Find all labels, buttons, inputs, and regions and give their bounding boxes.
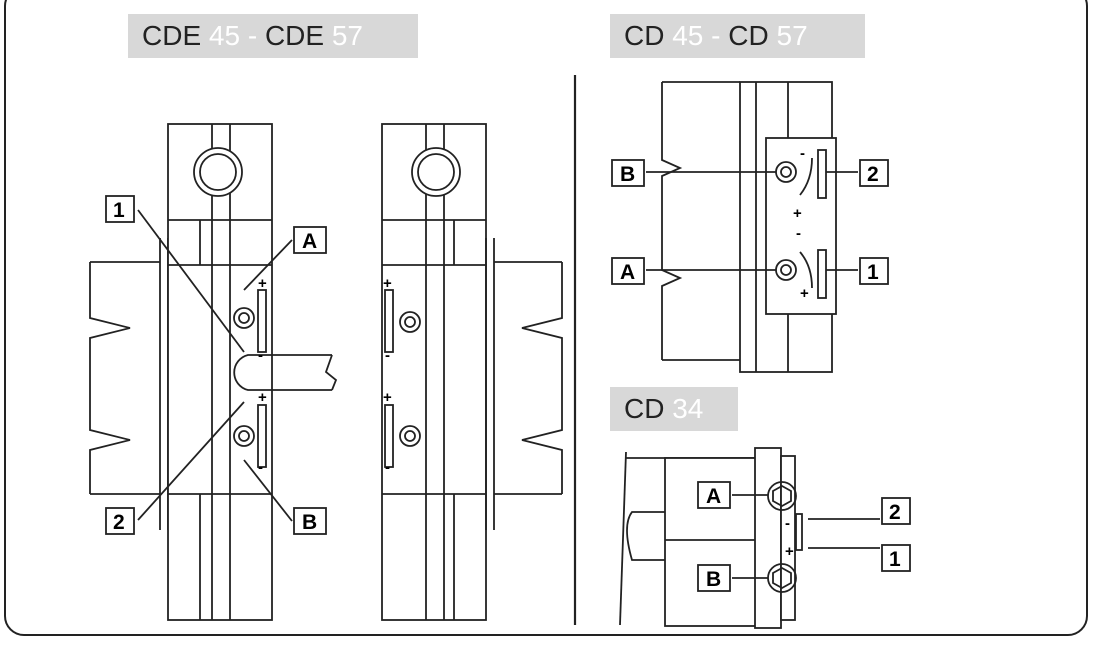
label-2-cd34: 2 [881, 497, 911, 525]
minus-sign: - [258, 347, 263, 364]
minus-sign: - [258, 459, 263, 476]
label-2-text: 2 [867, 163, 879, 186]
plus-sign: + [383, 275, 392, 292]
title-cd-a: CD [624, 20, 665, 51]
title-cd34-num: 34 [672, 393, 704, 424]
label-a-text: A [620, 261, 635, 284]
label-1-cd45: 1 [859, 257, 889, 285]
title-cde-b: CDE [264, 20, 325, 51]
minus-sign: - [800, 145, 805, 162]
minus-sign: - [796, 225, 801, 242]
page-frame [4, 0, 1088, 636]
title-cde: CDE 45 - CDE 57 [128, 14, 418, 58]
label-b-cd45: B [611, 159, 645, 187]
plus-sign: + [258, 389, 267, 406]
label-a-cd45: A [611, 257, 645, 285]
label-2-cd45: 2 [859, 159, 889, 187]
title-cd34: CD 34 [610, 387, 738, 431]
label-1-text: 1 [889, 548, 901, 571]
label-1-cd34: 1 [881, 544, 911, 572]
title-cd-b: CD [728, 20, 769, 51]
cde-left-unit [89, 123, 338, 621]
title-cd: CD 45 - CD 57 [610, 14, 865, 58]
label-b-text: B [302, 511, 317, 534]
cd45-unit [661, 81, 837, 373]
label-b-text: B [620, 163, 635, 186]
title-cde-b-num: 57 [331, 20, 364, 51]
minus-sign: - [385, 459, 390, 476]
label-2-text: 2 [113, 511, 125, 534]
leader-b-left [243, 459, 293, 522]
label-a-left: A [293, 226, 327, 254]
title-cd-b-num: 57 [776, 20, 808, 51]
cd34-unit [619, 447, 803, 629]
label-2-left: 2 [105, 507, 135, 535]
label-a-text: A [706, 485, 721, 508]
title-cde-sep: - [247, 20, 258, 51]
minus-sign: - [385, 347, 390, 364]
leader-2-left [137, 401, 245, 521]
plus-sign: + [258, 275, 267, 292]
label-1-text: 1 [113, 199, 125, 222]
plus-sign: + [793, 205, 802, 222]
leader-a-left [243, 239, 293, 291]
plus-sign: + [785, 543, 794, 560]
title-cd34-a: CD [624, 393, 665, 424]
label-2-text: 2 [889, 501, 901, 524]
label-1-text: 1 [867, 261, 879, 284]
label-b-text: B [706, 568, 721, 591]
title-cde-a-num: 45 [208, 20, 241, 51]
label-a-cd34: A [697, 481, 731, 509]
title-cd-sep: - [711, 20, 721, 51]
label-1-left: 1 [105, 195, 135, 223]
title-cde-a: CDE [142, 20, 202, 51]
minus-sign: - [785, 515, 790, 532]
label-b-left: B [293, 507, 327, 535]
plus-sign: + [800, 285, 809, 302]
cde-right-unit [381, 123, 563, 621]
leader-1-left [137, 209, 245, 353]
label-a-text: A [302, 230, 317, 253]
title-cd-a-num: 45 [672, 20, 704, 51]
label-b-cd34: B [697, 564, 731, 592]
plus-sign: + [383, 389, 392, 406]
